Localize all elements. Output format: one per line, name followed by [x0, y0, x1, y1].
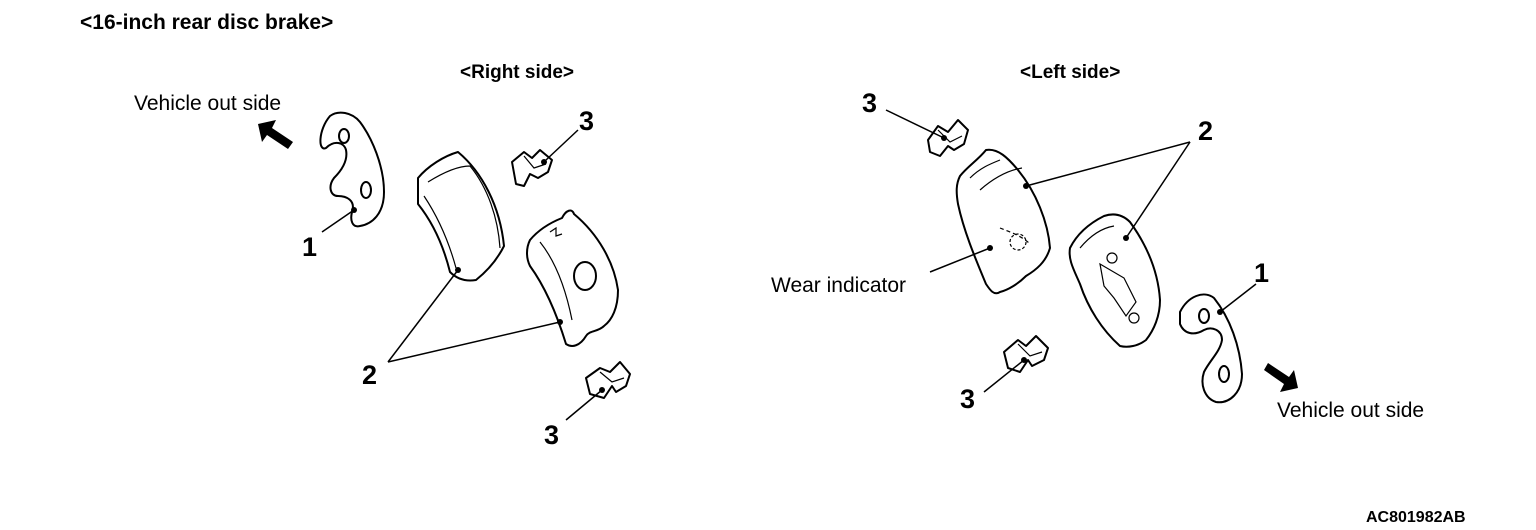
vehicle-out-arrow-right [258, 120, 293, 149]
inner-pad-right [526, 209, 619, 347]
left-side-heading: <Left side> [1020, 62, 1121, 83]
clip-top-left [927, 119, 969, 157]
inner-pad-left [955, 148, 1051, 295]
shim-left [1179, 293, 1243, 404]
right-callout-1: 1 [302, 232, 318, 262]
clip-top-right [511, 149, 553, 187]
right-callout-3-top: 3 [579, 106, 595, 136]
outer-pad-right [417, 151, 505, 282]
right-callout-3-bottom: 3 [544, 420, 560, 450]
diagram-title: <16-inch rear disc brake> [80, 11, 334, 34]
left-callout-2: 2 [1198, 116, 1214, 146]
left-callout-3-bottom: 3 [960, 384, 976, 414]
vehicle-out-arrow-left [1264, 363, 1298, 392]
shim-right [319, 111, 385, 228]
wear-indicator-label: Wear indicator [771, 274, 907, 297]
figure-code: AC801982AB [1366, 509, 1466, 526]
left-callout-1: 1 [1254, 258, 1270, 288]
left-callout-3-top: 3 [862, 88, 878, 118]
clip-bottom-left [1003, 335, 1049, 373]
left-vehicle-out-label: Vehicle out side [1277, 399, 1425, 422]
right-vehicle-out-label: Vehicle out side [134, 92, 282, 115]
clip-bottom-right [585, 361, 631, 399]
outer-pad-left [1068, 213, 1161, 348]
right-callout-2: 2 [362, 360, 378, 390]
right-side-heading: <Right side> [460, 62, 575, 83]
